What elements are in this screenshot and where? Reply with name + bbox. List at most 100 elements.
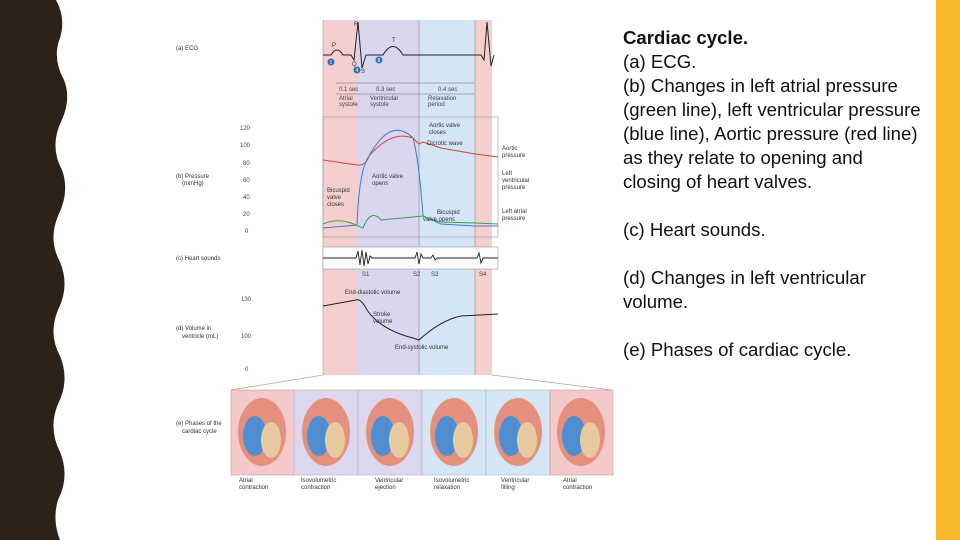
annot-esv: End-systolic volume <box>395 345 449 351</box>
annot-la-pressure-1: Left atrial <box>502 209 527 215</box>
ecg-r-wave-label: R <box>354 22 359 28</box>
annot-aortic-closes-2: closes <box>429 130 446 136</box>
period-ventricular-1: Ventricular <box>370 96 398 102</box>
caption-title: Cardiac cycle. <box>623 27 749 48</box>
time-ventricular: 0.3 sec <box>376 87 395 93</box>
annot-stroke-1: Stroke <box>373 312 391 318</box>
annot-edv: End-diastolic volume <box>345 290 401 296</box>
annot-stroke-2: volume <box>373 319 393 325</box>
phase-illustrations <box>230 389 614 476</box>
pressure-panel: 120 100 80 60 40 20 0 Aortic valve close… <box>240 116 530 238</box>
cardiac-cycle-diagram: (a) ECG (b) Pressure (mmHg) (c) Heart so… <box>176 20 614 491</box>
period-ventricular-2: systole <box>370 102 389 108</box>
phase-bands <box>322 20 492 375</box>
annot-bicuspid-opens-2: valve opens <box>423 217 455 223</box>
phase-label: relaxation <box>434 485 460 491</box>
caption-line-heart-sounds: (c) Heart sounds. <box>623 219 766 240</box>
ecg-s-wave-label: S <box>361 69 365 75</box>
phase-label: Isovolumetric <box>434 478 469 484</box>
annot-dicrotic: Dicrotic wave <box>427 141 463 147</box>
pressure-tick: 40 <box>243 195 250 201</box>
step-marker-4 <box>353 66 361 74</box>
period-relaxation-2: period <box>428 102 445 108</box>
pressure-tick: 120 <box>240 126 251 132</box>
phase-label: ejection <box>375 485 396 491</box>
phase-label: Isovolumetric <box>301 478 336 484</box>
period-relaxation-1: Relaxation <box>428 96 456 102</box>
panel-label-heart-sounds: (c) Heart sounds <box>176 256 220 262</box>
phase-label: Atrial <box>239 478 253 484</box>
volume-tick: 130 <box>241 297 252 303</box>
heart-drawing <box>430 398 478 466</box>
svg-text:1: 1 <box>330 60 333 66</box>
period-atrial-1: Atrial <box>339 96 353 102</box>
caption-line-pressure: (b) Changes in left atrial pressure (gre… <box>623 75 921 192</box>
period-atrial-2: systole <box>339 102 358 108</box>
ecg-p-wave-label: P <box>332 43 336 49</box>
phase-labels: Atrial contraction Isovolumetric contrac… <box>239 478 592 491</box>
cardiac-cycle-figure: (a) ECG (b) Pressure (mmHg) (c) Heart so… <box>151 20 616 495</box>
caption-line-ecg: (a) ECG. <box>623 51 697 72</box>
annot-aortic-opens-1: Aortic valve <box>372 174 404 180</box>
annot-aortic-pressure-2: pressure <box>502 153 526 159</box>
phase-label: Atrial <box>563 478 577 484</box>
phase-label: contraction <box>563 485 592 491</box>
annot-lv-pressure-2: ventricular <box>502 178 530 184</box>
heart-sound-s2: S2 <box>413 272 421 278</box>
heart-drawing <box>366 398 414 466</box>
heart-drawing <box>494 398 542 466</box>
annot-aortic-opens-2: opens <box>372 181 388 187</box>
figure-caption: Cardiac cycle. (a) ECG. (b) Changes in l… <box>623 26 923 362</box>
annot-aortic-closes-1: Aortic valve <box>429 123 461 129</box>
heart-sound-s1: S1 <box>362 272 370 278</box>
heart-sounds-panel: S1 S2 S3 S4 <box>322 246 499 278</box>
step-marker-8 <box>375 56 383 64</box>
annot-aortic-pressure-1: Aortic <box>502 146 517 152</box>
pressure-axis-ticks: 120 100 80 60 40 20 0 <box>240 126 251 235</box>
ecg-t-wave-label: T <box>392 38 396 44</box>
svg-text:4: 4 <box>356 68 359 74</box>
step-marker-1 <box>327 58 335 66</box>
pressure-tick: 80 <box>243 161 250 167</box>
panel-label-volume: (d) Volume in <box>176 326 211 332</box>
time-atrial: 0.1 sec <box>339 87 358 93</box>
heart-drawing <box>238 398 286 466</box>
pressure-tick: 100 <box>240 143 251 149</box>
caption-line-phases: (e) Phases of cardiac cycle. <box>623 339 852 360</box>
volume-panel: 130 100 0 End-diastolic volume Stroke vo… <box>241 290 499 373</box>
panel-label-ecg: (a) ECG <box>176 46 198 52</box>
annot-bicuspid-closes-3: closes <box>327 202 344 208</box>
heart-drawing <box>302 398 350 466</box>
panel-label-phases-2: cardiac cycle <box>182 429 217 435</box>
pressure-tick: 0 <box>245 229 249 235</box>
panel-label-volume-unit: ventricle (mL) <box>182 334 218 340</box>
svg-text:8: 8 <box>378 58 381 64</box>
caption-line-volume: (d) Changes in left ventricular volume. <box>623 267 866 312</box>
phase-label: contraction <box>239 485 268 491</box>
phase-label: contraction <box>301 485 330 491</box>
heart-drawing <box>557 398 605 466</box>
ecg-trace-panel: P R Q S T 1 4 8 <box>323 21 495 75</box>
phase-label: filling <box>501 485 515 491</box>
left-edge-decoration <box>0 0 68 540</box>
annot-la-pressure-2: pressure <box>502 216 526 222</box>
accent-bar <box>936 0 960 540</box>
annot-lv-pressure-3: pressure <box>502 185 526 191</box>
ecg-q-wave-label: Q <box>352 62 357 68</box>
volume-tick: 100 <box>241 334 252 340</box>
time-relaxation: 0.4 sec <box>438 87 457 93</box>
panel-label-pressure-unit: (mmHg) <box>182 181 204 187</box>
heart-sound-s4: S4 <box>479 272 487 278</box>
phase-label: Ventricular <box>375 478 403 484</box>
timing-table: 0.1 sec 0.3 sec 0.4 sec Atrial systole V… <box>336 82 474 108</box>
pressure-tick: 20 <box>243 212 250 218</box>
annot-lv-pressure-1: Left <box>502 171 512 177</box>
annot-bicuspid-closes-2: valve <box>327 195 342 201</box>
heart-sound-s3: S3 <box>431 272 439 278</box>
volume-tick: 0 <box>245 367 249 373</box>
annot-bicuspid-closes-1: Bicuspid <box>327 188 350 194</box>
annot-bicuspid-opens-1: Bicuspid <box>437 210 460 216</box>
panel-label-phases: (e) Phases of the <box>176 421 222 427</box>
panel-label-pressure: (b) Pressure <box>176 174 210 180</box>
pressure-tick: 60 <box>243 178 250 184</box>
